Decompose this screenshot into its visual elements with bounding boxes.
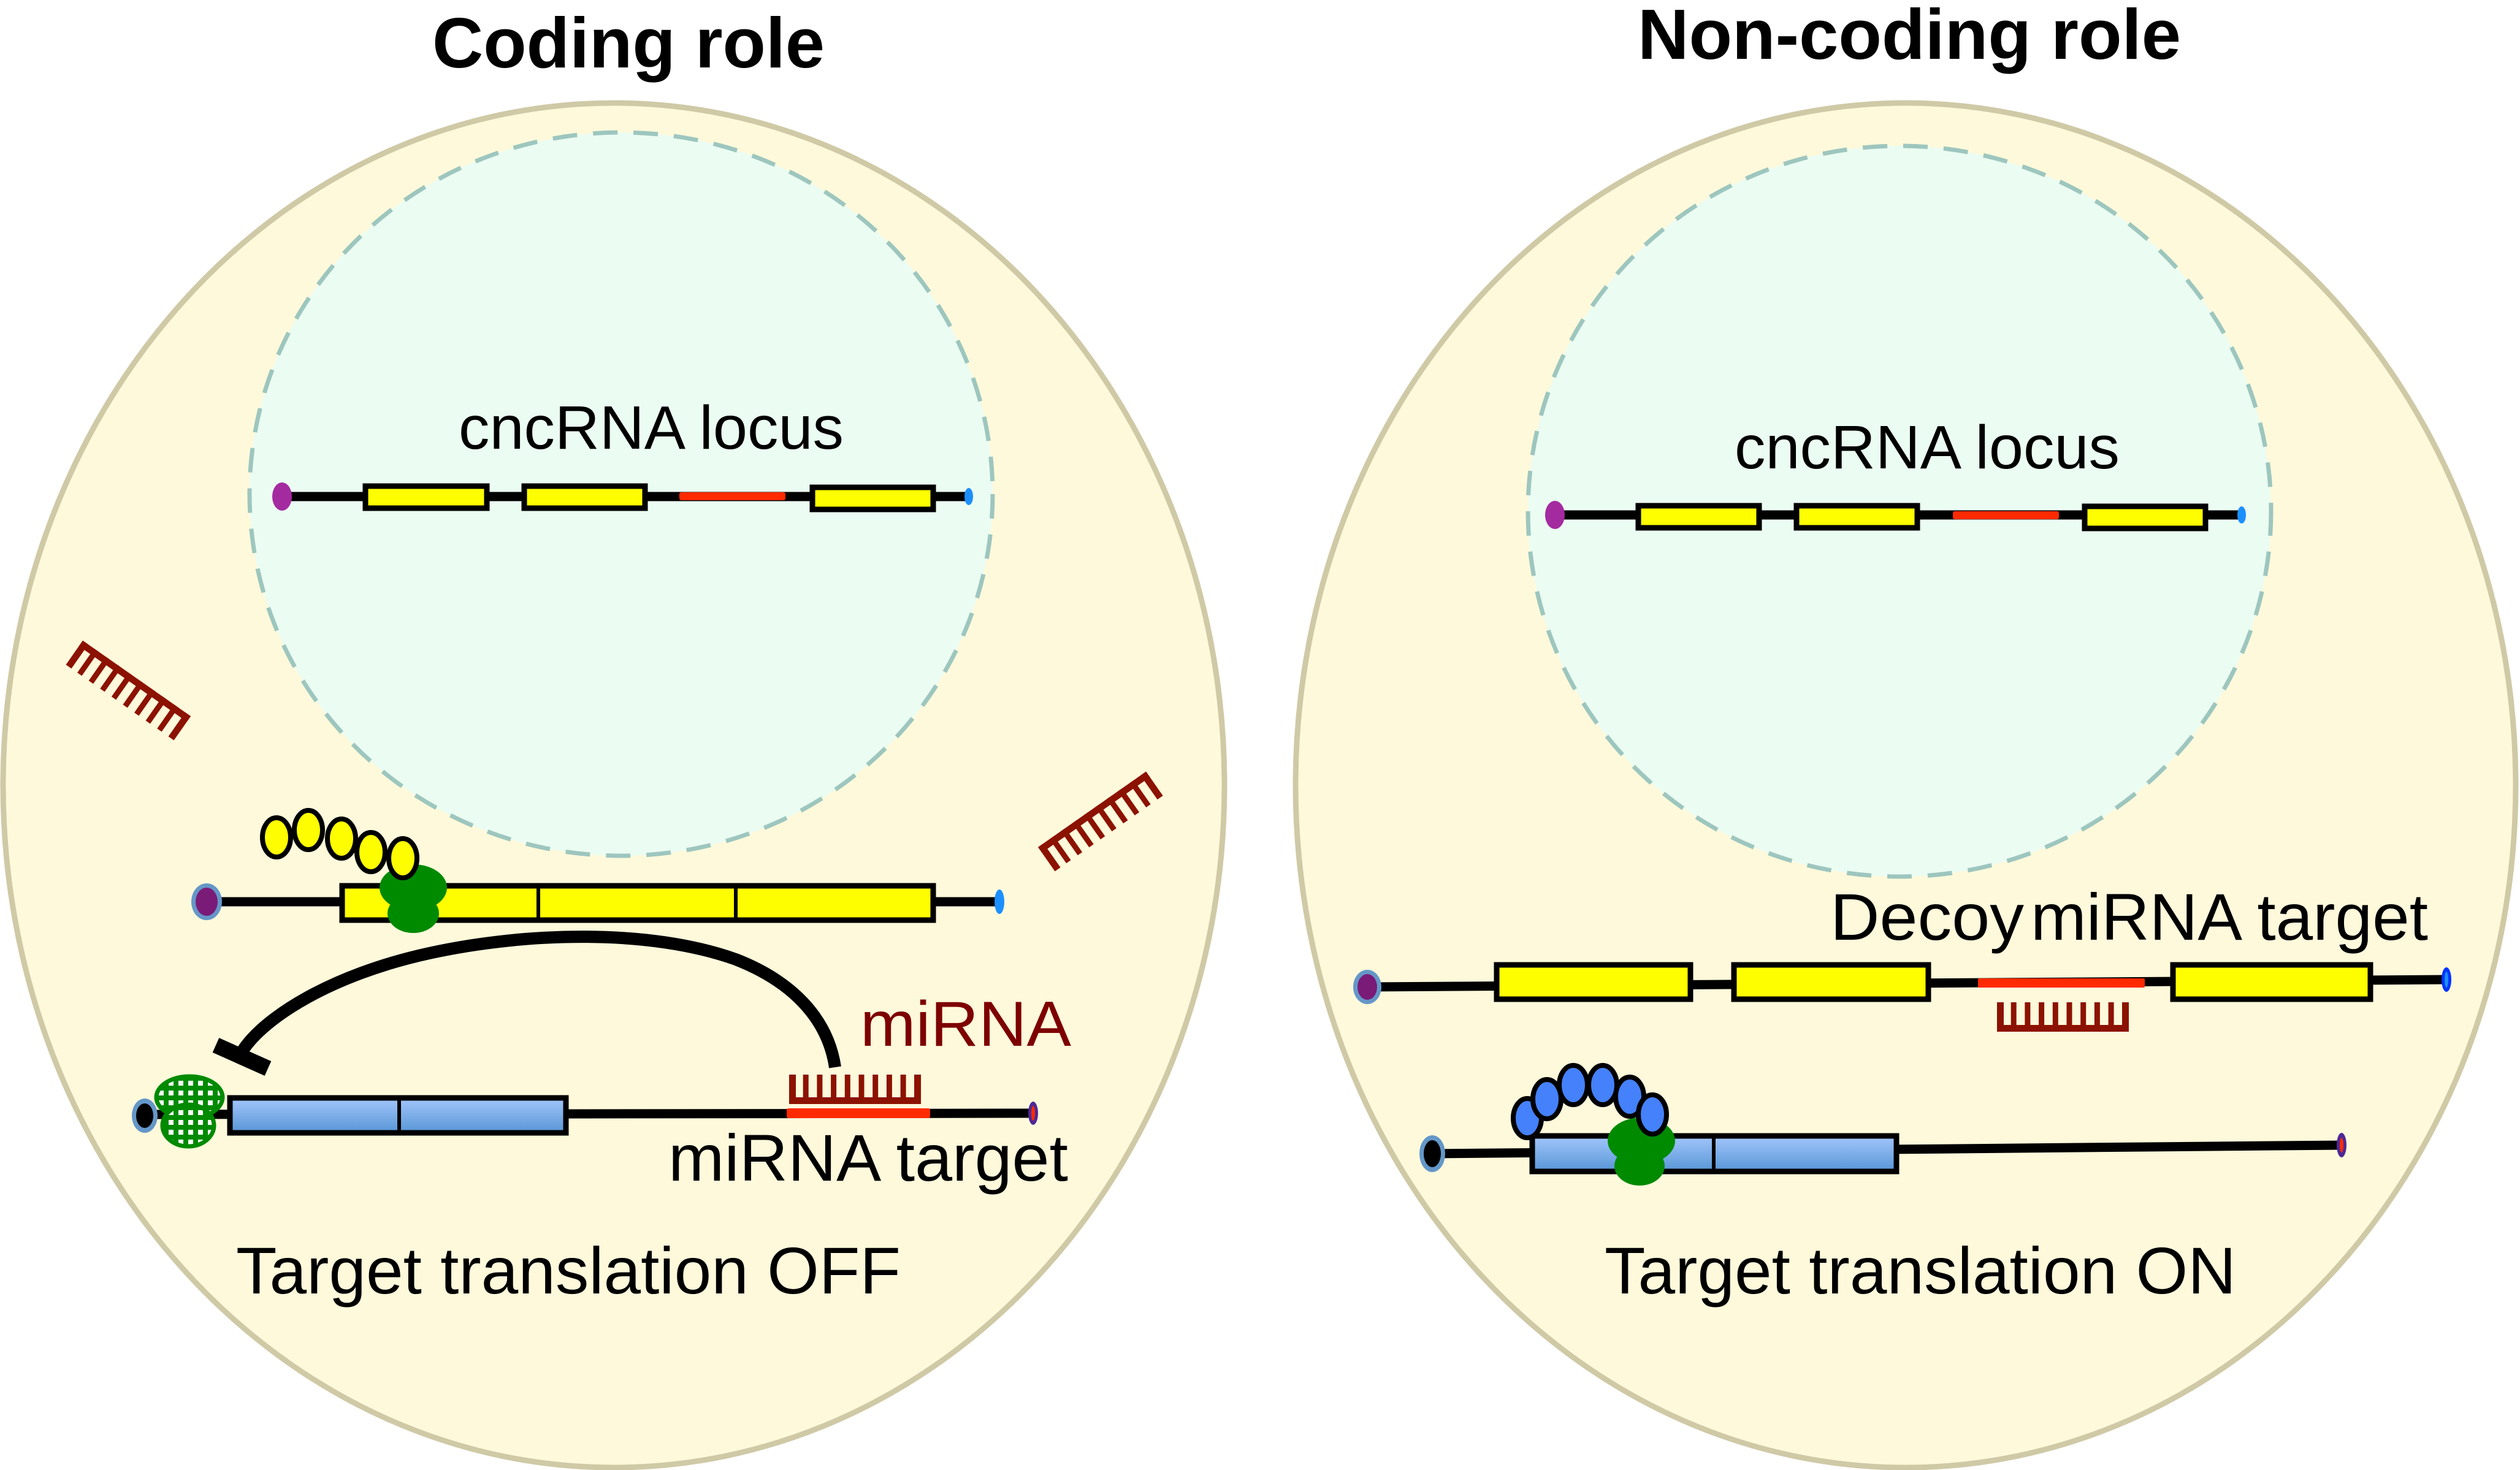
target-mrna-translated <box>1419 1063 2346 1186</box>
exon <box>1635 503 1762 531</box>
panel-coding-role: Coding role cncRNA locus <box>0 3 1228 1470</box>
exon <box>1494 962 1693 1002</box>
mirna-target-site <box>787 1108 930 1118</box>
cncrna-decoy-transcript <box>1353 962 2451 1032</box>
cncrna-locus-gene <box>272 482 973 512</box>
peptide-bead <box>386 836 419 880</box>
mirna-target-site <box>1953 511 2059 519</box>
three-prime-end <box>2237 506 2246 524</box>
panel-noncoding-role: Non-coding role cncRNA locus Decoy miRNA… <box>1292 0 2519 1470</box>
peptide-bead <box>325 817 358 861</box>
exon <box>1731 962 1931 1002</box>
three-prime-end <box>995 889 1004 914</box>
peptide-bead <box>354 830 388 874</box>
exon <box>809 484 936 512</box>
five-prime-cap <box>272 482 292 511</box>
exon <box>521 483 648 511</box>
panel-title: Coding role <box>432 3 825 83</box>
peptide-bead <box>292 808 325 852</box>
peptide-bead <box>260 815 293 859</box>
panel-title: Non-coding role <box>1638 0 2181 74</box>
decoy-label: Decoy <box>1830 880 2024 954</box>
peptide-bead <box>1557 1063 1590 1107</box>
decoy-mirna-target-label: miRNA target <box>2031 880 2428 954</box>
mirna-label: miRNA <box>860 989 1072 1060</box>
mirna-target-site <box>679 492 785 500</box>
exon <box>2082 503 2209 531</box>
peptide-bead <box>1636 1092 1669 1137</box>
inhibition-arrow <box>237 931 841 1068</box>
decoy-mirna-target-site <box>1978 978 2145 988</box>
cncrna-locus-gene <box>1545 501 2246 531</box>
cncrna-mrna-translated <box>191 808 1004 933</box>
outcome-label: Target translation ON <box>1605 1233 2236 1308</box>
stalled-ribosome <box>154 1074 225 1149</box>
exon <box>2170 962 2373 1002</box>
exon <box>1793 503 1920 531</box>
inhibition-bar <box>212 1038 272 1076</box>
three-prime-end <box>964 488 973 505</box>
nucleus-label: cncRNA locus <box>1735 413 2120 482</box>
outcome-label: Target translation OFF <box>236 1233 901 1308</box>
nascent-peptide <box>260 808 419 880</box>
five-prime-cap <box>1545 501 1565 529</box>
nucleus-label: cncRNA locus <box>459 394 844 462</box>
target-mrna <box>132 1074 1038 1149</box>
mirna-target-label: miRNA target <box>668 1121 1068 1195</box>
peptide-bead <box>1586 1063 1619 1107</box>
exon <box>362 483 490 511</box>
nascent-peptide <box>1511 1063 1669 1140</box>
